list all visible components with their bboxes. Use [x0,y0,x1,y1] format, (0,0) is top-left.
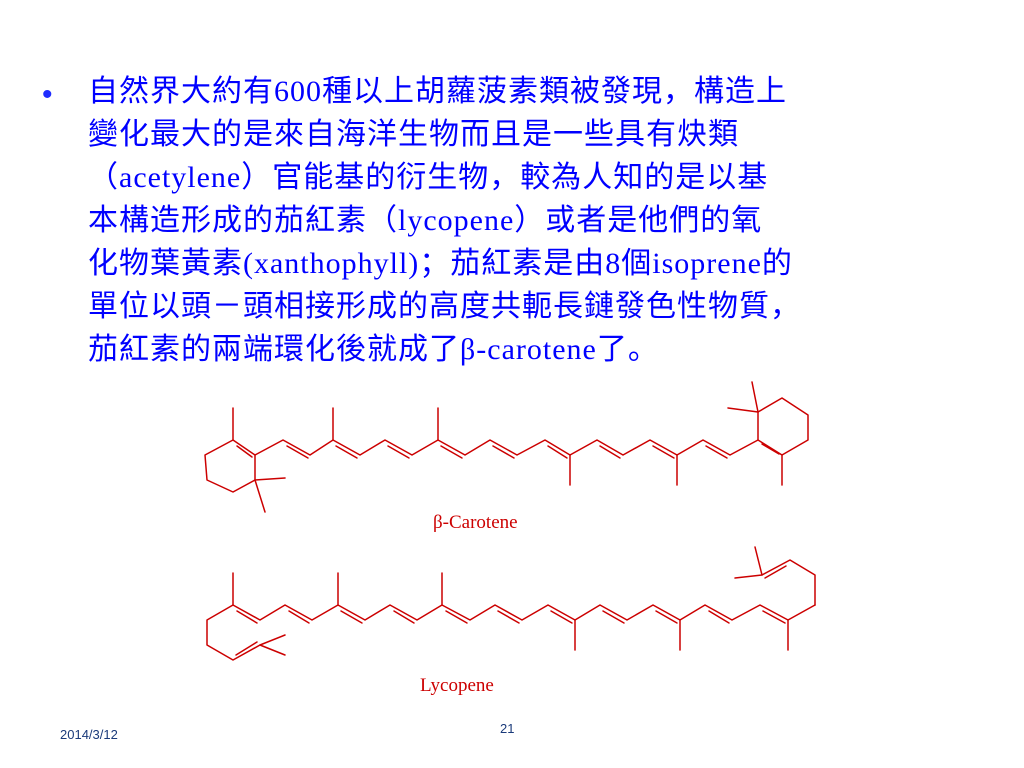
beta-carotene-label: β-Carotene [433,512,518,533]
double-bond [708,610,730,624]
double-bond [705,445,728,459]
double-bond [762,610,786,624]
double-bond [655,610,678,624]
double-bond [547,445,568,459]
footer-date: 2014/3/12 [60,727,118,742]
paragraph-line: 茄紅素的兩端環化後就成了β-carotene了。 [88,333,659,366]
paragraph-line: （acetylene）官能基的衍生物，較為人知的是以基 [88,161,769,194]
page-number: 21 [500,721,515,736]
double-bond [492,445,515,459]
double-bond [440,445,463,459]
methyl [754,546,763,576]
paragraph-line: 本構造形成的茄紅素（lycopene）或者是他們的氧 [88,204,763,237]
double-bond [602,610,625,624]
double-bond [497,610,520,624]
lycopene-label: Lycopene [420,675,494,696]
methyl [259,634,286,646]
double-bond [335,445,358,459]
paragraph-line: 自然界大約有600種以上胡蘿菠素類被發現，構造上 [88,75,787,108]
double-bond [445,610,468,624]
double-bond [236,610,258,624]
paragraph-line: 變化最大的是來自海洋生物而且是一些具有炔類 [88,118,739,151]
double-bond [550,610,573,624]
gem-methyl [727,407,759,413]
paragraph-line: 單位以頭－頭相接形成的高度共軛長鏈發色性物質， [88,290,801,323]
double-bond [387,445,410,459]
gem-methyl [254,479,266,513]
ring-double-bond [236,445,253,458]
double-bond [288,610,310,624]
ring-double-bond [761,443,780,455]
double-bond [599,445,621,459]
right-terminus [734,559,816,606]
bullet-marker: • [42,78,53,111]
paragraph-line: 化物葉黃素(xanthophyll)；茄紅素是由8個isoprene的 [88,247,793,280]
double-bond [652,445,675,459]
left-terminus [206,604,286,661]
double-bond [235,641,258,656]
double-bond [340,610,363,624]
double-bond [393,610,415,624]
polyene-chain [232,604,816,621]
double-bond [286,445,309,459]
gem-methyl [751,381,759,413]
gem-methyl [254,477,286,481]
body-paragraph: 自然界大約有600種以上胡蘿菠素類被發現，構造上 變化最大的是來自海洋生物而且是… [88,70,998,371]
polyene-chain [254,439,759,456]
double-bond [764,565,787,579]
